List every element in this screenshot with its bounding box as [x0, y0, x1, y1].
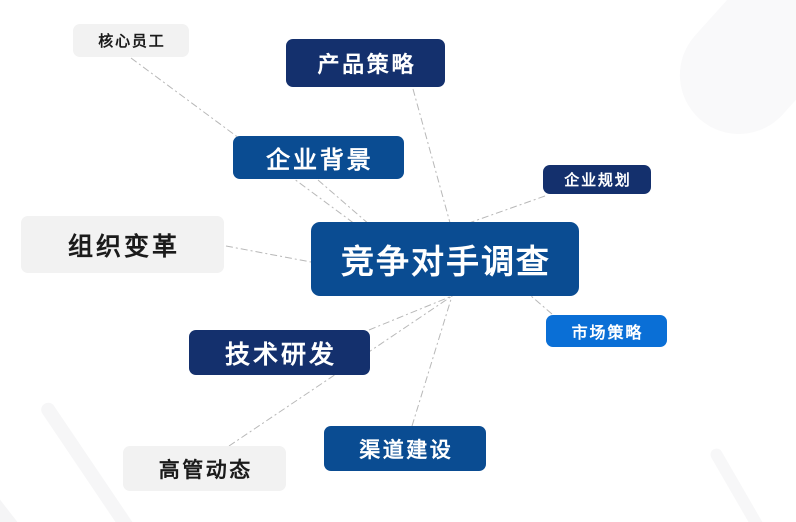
center-node-competitor-research[interactable]: 竞争对手调查 — [311, 222, 579, 296]
node-label-exec-moves: 高管动态 — [158, 457, 253, 482]
connector-tech-rd — [368, 295, 453, 331]
node-label-tech-rd: 技术研发 — [224, 339, 337, 369]
node-label-market-strategy: 市场策略 — [571, 323, 644, 342]
node-channel-build[interactable]: 渠道建设 — [324, 426, 486, 471]
node-label-company-background: 企业背景 — [266, 146, 374, 174]
connector-org-change — [225, 245, 312, 263]
node-product-strategy[interactable]: 产品策略 — [286, 39, 445, 87]
node-org-change[interactable]: 组织变革 — [21, 216, 224, 273]
node-company-background[interactable]: 企业背景 — [233, 136, 404, 179]
node-label-org-change: 组织变革 — [67, 231, 180, 261]
node-core-staff[interactable]: 核心员工 — [73, 24, 189, 57]
node-exec-moves[interactable]: 高管动态 — [123, 446, 286, 491]
connector-company-planning — [451, 195, 546, 230]
node-label-product-strategy: 产品策略 — [317, 53, 417, 78]
node-label-core-staff: 核心员工 — [98, 32, 166, 50]
connector-channel-build — [411, 295, 453, 427]
center-node-label: 竞争对手调查 — [341, 242, 551, 281]
connector-product-strategy — [412, 88, 453, 231]
node-label-company-planning: 企业规划 — [564, 171, 632, 189]
node-company-planning[interactable]: 企业规划 — [543, 165, 651, 194]
node-tech-rd[interactable]: 技术研发 — [189, 330, 370, 375]
node-market-strategy[interactable]: 市场策略 — [546, 315, 667, 347]
node-label-channel-build: 渠道建设 — [359, 437, 454, 462]
